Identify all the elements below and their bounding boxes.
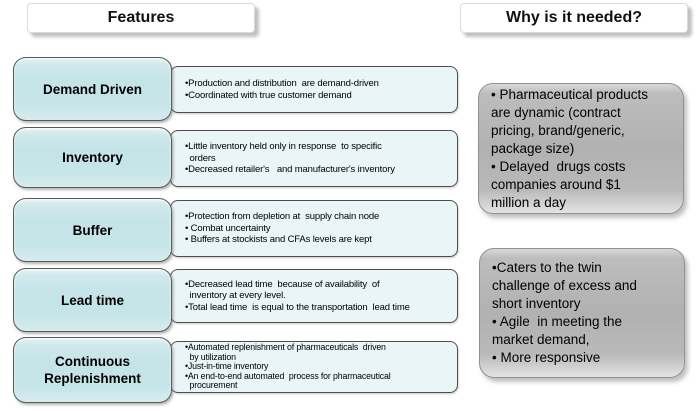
bullet-list: •Protection from depletion at supply cha… (185, 211, 449, 246)
bullet-line: •Just-in-time inventory (185, 361, 269, 372)
feature-desc-lead-time: •Decreased lead time because of availabi… (170, 269, 458, 323)
bullet-line: • Delayed drugs costs (491, 158, 626, 174)
bullet-line: •Production and distribution are demand-… (185, 78, 379, 89)
bullet-line: •Decreased retailer's and manufacturer's… (185, 164, 395, 176)
feature-desc-demand-driven: •Production and distribution are demand-… (170, 66, 458, 113)
bullet-line: • Pharmaceutical products (491, 86, 649, 102)
bullet-line: inventory at every level. (189, 290, 286, 302)
bullet-line: procurement (189, 380, 238, 391)
bullet-line: market demand, (492, 332, 590, 347)
feature-label-continuous-replenishment: Continuous Replenishment (13, 337, 172, 403)
why-box-pharma-dynamics: • Pharmaceutical products are dynamic (co… (478, 83, 684, 214)
feature-label-inventory: Inventory (13, 127, 172, 188)
bullet-line: •Automated replenishment of pharmaceutic… (185, 342, 386, 353)
feature-label-demand-driven: Demand Driven (13, 57, 172, 121)
bullet-list: • Pharmaceutical products are dynamic (co… (491, 86, 671, 212)
bullet-line: are dynamic (contract (491, 104, 621, 120)
feature-label-buffer: Buffer (13, 198, 172, 262)
bullet-list: •Production and distribution are demand-… (185, 78, 449, 101)
features-header-label: Features (107, 9, 175, 26)
why-header: Why is it needed? (460, 3, 688, 33)
bullet-line: short inventory (492, 296, 581, 311)
bullet-list: •Decreased lead time because of availabi… (185, 279, 449, 314)
bullet-list: •Automated replenishment of pharmaceutic… (185, 342, 449, 391)
feature-desc-buffer: •Protection from depletion at supply cha… (170, 200, 458, 257)
bullet-line: package size) (491, 140, 575, 156)
why-header-label: Why is it needed? (505, 9, 642, 26)
feature-desc-inventory: •Little inventory held only in response … (170, 130, 458, 187)
bullet-line: •Little inventory held only in response … (185, 141, 382, 153)
bullet-line: •Coordinated with true customer demand (185, 89, 352, 101)
bullet-line: •An end-to-end automated process for pha… (185, 370, 391, 381)
bullet-line: •Protection from depletion at supply cha… (185, 211, 380, 223)
feature-label-lead-time: Lead time (13, 268, 172, 332)
bullet-line: orders (189, 152, 216, 164)
feature-desc-continuous-replenishment: •Automated replenishment of pharmaceutic… (170, 341, 458, 393)
bullet-line: •Caters to the twin (492, 260, 602, 275)
features-header: Features (27, 3, 255, 33)
why-box-responsiveness: •Caters to the twin challenge of excess a… (479, 248, 685, 378)
bullet-list: •Caters to the twin challenge of excess a… (492, 259, 672, 367)
bullet-line: • More responsive (492, 350, 601, 365)
bullet-line: • Agile in meeting the (492, 314, 623, 329)
bullet-line: •Decreased lead time because of availabi… (185, 278, 380, 290)
bullet-line: million a day (491, 194, 567, 210)
bullet-list: •Little inventory held only in response … (185, 141, 449, 176)
bullet-line: •Total lead time is equal to the transpo… (185, 301, 410, 313)
bullet-line: by utilization (189, 351, 236, 362)
bullet-line: pricing, brand/generic, (491, 122, 625, 138)
bullet-line: • Buffers at stockists and CFAs levels a… (185, 234, 372, 246)
bullet-line: challenge of excess and (492, 278, 637, 293)
bullet-line: • Combat uncertainty (185, 222, 271, 234)
bullet-line: companies around $1 (491, 176, 621, 192)
